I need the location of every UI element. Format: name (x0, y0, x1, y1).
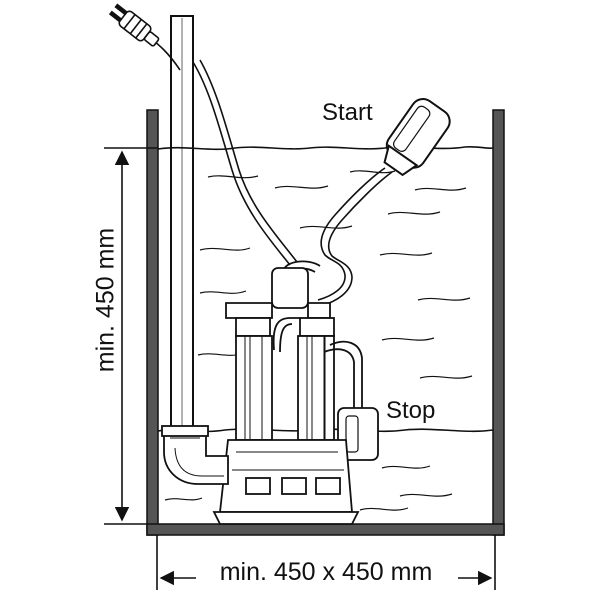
water-surface-start (157, 145, 494, 151)
discharge-pipe (170, 15, 194, 435)
start-label: Start (322, 99, 373, 126)
submersible-pump-icon (161, 260, 379, 525)
float-switch-icon (383, 98, 451, 177)
tank-floor (146, 523, 505, 536)
tank-left-wall (146, 109, 159, 536)
stop-label: Stop (386, 397, 435, 424)
float-cable (317, 167, 393, 307)
width-label: min. 450 x 450 mm (220, 558, 433, 586)
height-label: min. 450 mm (92, 228, 120, 372)
tank-right-wall (492, 109, 505, 536)
height-dimension (104, 147, 158, 525)
power-plug-icon (108, 3, 160, 47)
